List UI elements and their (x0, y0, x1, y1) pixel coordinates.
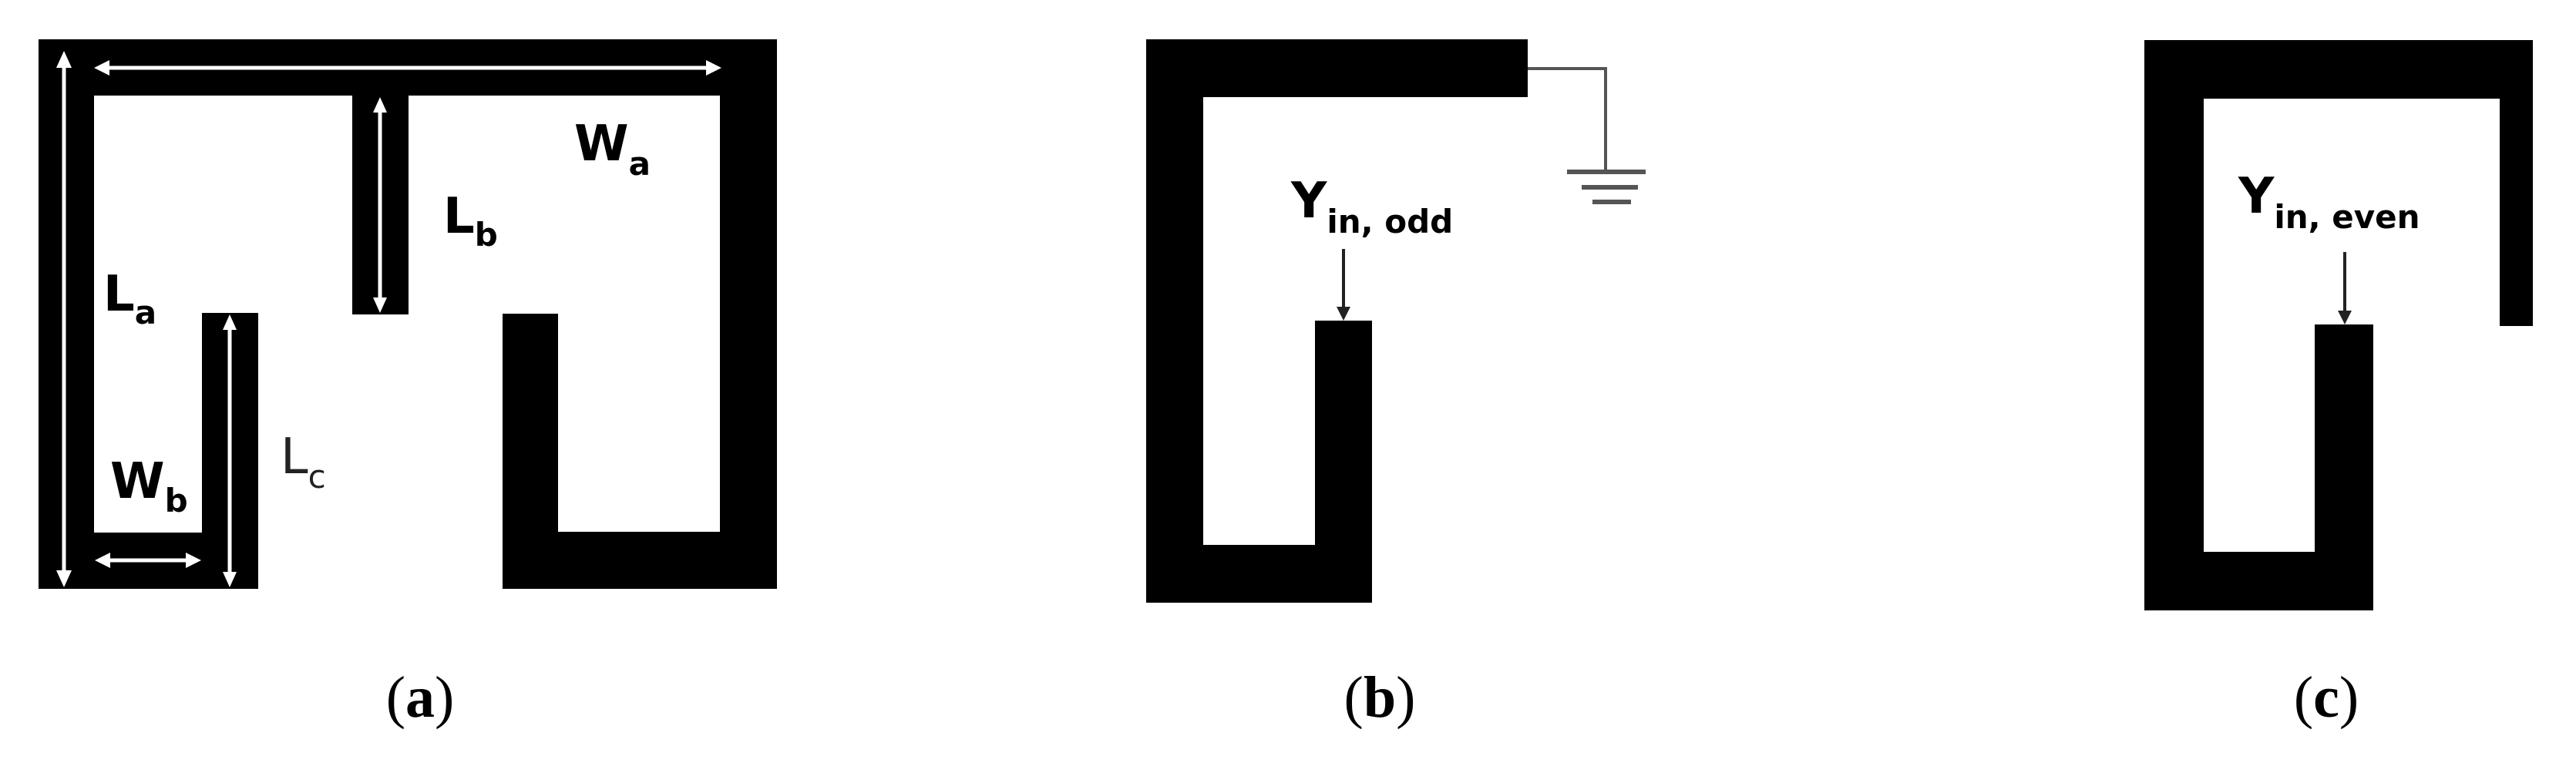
panel-a: Wa Lb La Wb Lc (a) (39, 39, 777, 730)
dimension-arrow-wb (95, 553, 201, 568)
dimension-arrow-wa (94, 60, 721, 76)
label-lb: Lb (443, 188, 498, 254)
dimension-arrow-lb (373, 97, 387, 313)
label-lc: Lc (281, 429, 326, 496)
ground-wire (1528, 67, 1607, 172)
caption-b: (b) (1344, 665, 1416, 730)
caption-a: (a) (386, 665, 455, 730)
caption-c: (c) (2294, 665, 2359, 730)
label-yin-even: Yin, even (2238, 168, 2420, 236)
resonator-left-section (39, 39, 777, 589)
input-port-arrow (1337, 249, 1350, 321)
panel-c: Yin, even (c) (2144, 40, 2533, 730)
label-la: La (103, 266, 156, 331)
odd-mode-half-resonator (1146, 39, 1528, 603)
panel-b: Yin, odd (b) (1146, 39, 1646, 730)
input-port-arrow (2338, 252, 2352, 324)
even-mode-half-resonator (2144, 40, 2533, 610)
label-wb: Wb (110, 453, 188, 519)
dimension-arrow-la (56, 51, 72, 587)
label-wa: Wa (574, 116, 651, 183)
label-yin-odd: Yin, odd (1290, 173, 1453, 240)
dimension-arrow-lc (223, 314, 237, 587)
ground-icon (1567, 170, 1646, 204)
